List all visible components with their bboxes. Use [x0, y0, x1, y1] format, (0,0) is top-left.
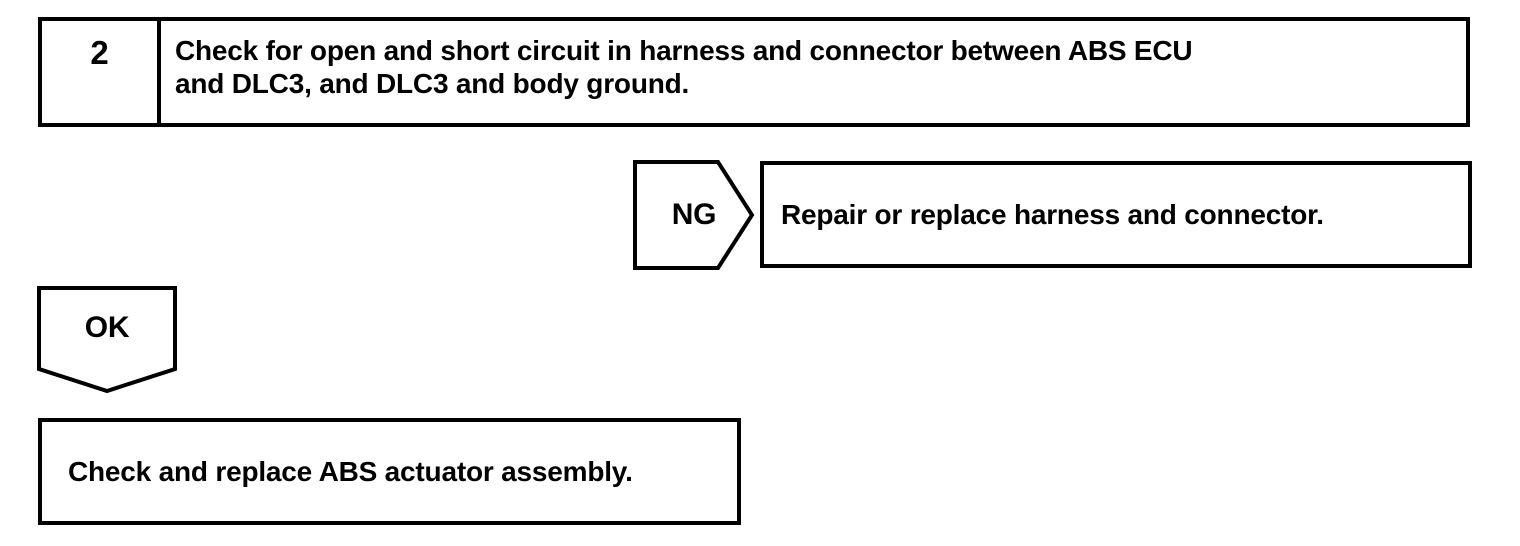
step-question-text: Check for open and short circuit in harn…: [161, 21, 1466, 123]
ng-action-box: Repair or replace harness and connector.: [760, 161, 1472, 268]
step-question-box: 2 Check for open and short circuit in ha…: [38, 17, 1470, 127]
ok-arrow-down-icon: [37, 286, 177, 394]
ng-action-text: Repair or replace harness and connector.: [781, 198, 1324, 230]
ng-label: NG: [671, 198, 717, 231]
step-number: 2: [90, 34, 109, 71]
ng-arrow-right-icon: [633, 160, 755, 270]
step-question-line-2: and DLC3, and DLC3 and body ground.: [175, 68, 690, 99]
ok-label: OK: [84, 310, 130, 344]
ok-connector: OK: [37, 286, 177, 394]
ok-action-text: Check and replace ABS actuator assembly.: [68, 455, 633, 487]
ok-action-box: Check and replace ABS actuator assembly.: [38, 418, 741, 525]
ng-connector: NG: [633, 160, 755, 270]
step-question-line-1: Check for open and short circuit in harn…: [175, 35, 1193, 66]
step-number-cell: 2: [42, 21, 161, 123]
